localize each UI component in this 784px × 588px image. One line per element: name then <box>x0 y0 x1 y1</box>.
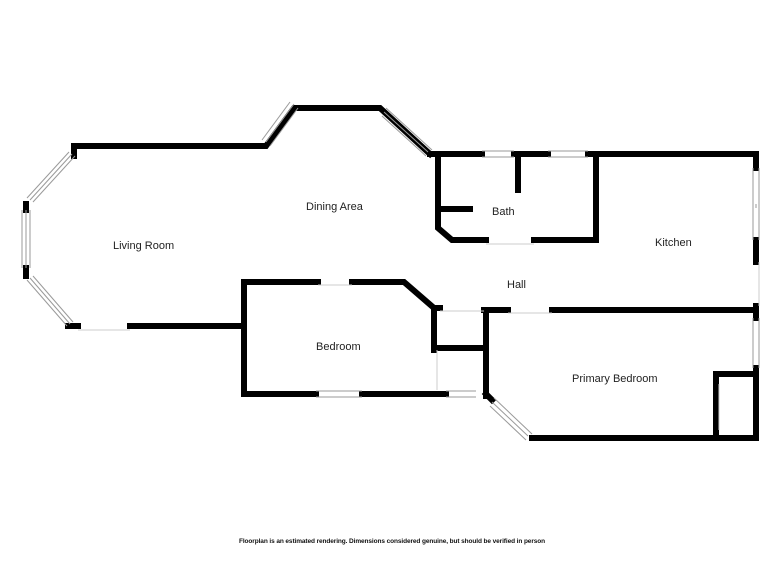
window-bath-north <box>482 150 514 158</box>
window-dining-nw <box>261 101 299 147</box>
room-label-hall: Hall <box>507 279 526 291</box>
wall-bedroom-north-east <box>349 279 437 353</box>
window-closet-south <box>446 390 476 398</box>
wall-bath-west <box>435 151 489 243</box>
room-label-primary-bedroom: Primary Bedroom <box>572 373 658 385</box>
room-label-dining-area: Dining Area <box>306 201 363 213</box>
room-label-living-room: Living Room <box>113 240 175 252</box>
room-label-bedroom: Bedroom <box>316 341 361 353</box>
window-kitchen-east <box>752 168 760 240</box>
window-dining-ne <box>381 107 433 157</box>
room-label-bath: Bath <box>492 206 515 218</box>
door-opening-lines <box>78 243 760 430</box>
footer-disclaimer: Floorplan is an estimated rendering. Dim… <box>238 538 546 545</box>
window-bedroom-south <box>316 390 362 398</box>
walls <box>23 105 759 441</box>
window-primary-sw <box>489 397 533 441</box>
windows <box>21 101 760 441</box>
wall-primary-closet <box>713 371 759 435</box>
wall-north-living <box>71 105 435 159</box>
room-label-kitchen: Kitchen <box>655 237 692 249</box>
window-living-sw <box>26 275 74 327</box>
wall-bedroom-north <box>241 279 321 329</box>
window-living-west <box>21 210 31 268</box>
wall-primary-sw-corner <box>481 389 497 405</box>
window-bath-north-2 <box>548 150 588 158</box>
window-primary-east <box>752 318 760 368</box>
window-living-nw <box>26 151 76 203</box>
